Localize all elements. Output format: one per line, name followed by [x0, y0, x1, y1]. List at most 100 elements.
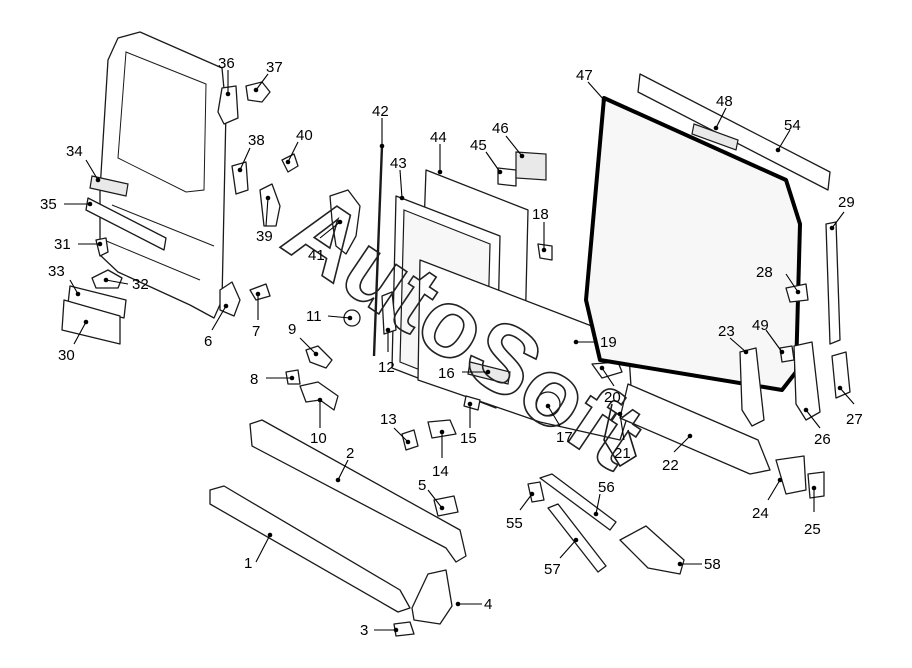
callout-47[interactable]: 47	[576, 67, 607, 103]
part-strut-bracket	[619, 525, 685, 575]
callout-10[interactable]: 10	[310, 397, 327, 447]
part-rod	[372, 145, 384, 357]
callout-48[interactable]: 48	[713, 93, 733, 131]
callout-54[interactable]: 54	[775, 117, 801, 153]
callout-39[interactable]: 39	[256, 195, 273, 245]
svg-text:12: 12	[378, 359, 395, 376]
part-lamp-left	[739, 347, 765, 427]
callout-15[interactable]: 15	[460, 401, 477, 447]
callout-46[interactable]: 46	[492, 120, 525, 159]
callout-8[interactable]: 8	[250, 371, 295, 388]
part-bumper-upper	[249, 419, 467, 563]
part-cap-small	[807, 471, 825, 499]
callout-38[interactable]: 38	[237, 132, 265, 173]
svg-text:48: 48	[716, 93, 733, 110]
callout-36[interactable]: 36	[218, 55, 235, 97]
callout-5[interactable]: 5	[418, 477, 445, 511]
callout-9[interactable]: 9	[288, 321, 319, 357]
callout-44[interactable]: 44	[430, 129, 447, 175]
callout-17[interactable]: 17	[545, 403, 573, 446]
callout-27[interactable]: 27	[837, 385, 863, 428]
svg-text:34: 34	[66, 143, 83, 160]
part-top-rail	[637, 73, 831, 191]
svg-text:14: 14	[432, 463, 449, 480]
part-stop	[305, 345, 333, 369]
part-number-plate	[61, 299, 121, 345]
part-pad-small	[497, 167, 517, 187]
callout-49[interactable]: 49	[752, 317, 785, 355]
svg-text:17: 17	[556, 429, 573, 446]
callout-13[interactable]: 13	[380, 411, 411, 445]
part-strut-cap	[527, 481, 545, 503]
callouts: 1 2 3 4 5 6 7 8 9 10 11 12 13 14 15 16 1…	[40, 55, 863, 639]
callout-58[interactable]: 58	[677, 556, 721, 573]
callout-6[interactable]: 6	[204, 303, 229, 350]
callout-32[interactable]: 32	[103, 276, 149, 293]
callout-11[interactable]: 11	[306, 308, 353, 325]
callout-33[interactable]: 33	[48, 263, 81, 297]
callout-25[interactable]: 25	[804, 485, 821, 538]
callout-3[interactable]: 3	[360, 622, 399, 639]
callout-12[interactable]: 12	[378, 327, 395, 376]
svg-text:32: 32	[132, 276, 149, 293]
callout-57[interactable]: 57	[544, 537, 579, 578]
svg-text:29: 29	[838, 194, 855, 211]
callout-34[interactable]: 34	[66, 143, 101, 183]
callout-24[interactable]: 24	[752, 477, 783, 522]
callout-14[interactable]: 14	[432, 429, 449, 480]
callout-18[interactable]: 18	[532, 206, 549, 253]
svg-text:5: 5	[418, 477, 426, 494]
svg-text:25: 25	[804, 521, 821, 538]
callout-7[interactable]: 7	[252, 291, 260, 340]
callout-21[interactable]: 21	[614, 411, 631, 462]
callout-43[interactable]: 43	[390, 155, 407, 201]
svg-text:28: 28	[756, 264, 773, 281]
part-frame-bracket	[381, 291, 397, 335]
part-spacer	[433, 495, 459, 517]
parts-artwork	[61, 31, 851, 637]
svg-text:38: 38	[248, 132, 265, 149]
svg-text:47: 47	[576, 67, 593, 84]
callout-26[interactable]: 26	[803, 407, 831, 448]
callout-1[interactable]: 1	[244, 532, 273, 572]
svg-text:36: 36	[218, 55, 235, 72]
svg-text:20: 20	[604, 389, 621, 406]
part-bulb-holder	[779, 345, 795, 363]
svg-text:9: 9	[288, 321, 296, 338]
part-plate-bracket	[67, 285, 127, 319]
callout-30[interactable]: 30	[58, 319, 89, 364]
svg-text:6: 6	[204, 333, 212, 350]
callout-4[interactable]: 4	[455, 596, 493, 613]
callout-35[interactable]: 35	[40, 196, 93, 213]
svg-text:8: 8	[250, 371, 258, 388]
svg-text:45: 45	[470, 137, 487, 154]
svg-text:55: 55	[506, 515, 523, 532]
callout-40[interactable]: 40	[285, 127, 313, 165]
callout-22[interactable]: 22	[662, 433, 693, 474]
svg-text:23: 23	[718, 323, 735, 340]
callout-19[interactable]: 19	[573, 334, 617, 351]
callout-42[interactable]: 42	[372, 103, 389, 149]
callout-41[interactable]: 41	[308, 219, 343, 264]
callout-37[interactable]: 37	[253, 59, 283, 93]
svg-text:31: 31	[54, 236, 71, 253]
callout-23[interactable]: 23	[718, 323, 749, 355]
part-bracket-plate	[427, 419, 457, 439]
part-end-cap	[775, 455, 807, 495]
callout-31[interactable]: 31	[54, 236, 103, 253]
svg-text:54: 54	[784, 117, 801, 134]
callout-55[interactable]: 55	[506, 491, 535, 532]
callout-2[interactable]: 2	[335, 445, 355, 483]
part-lamp-cover	[831, 351, 851, 399]
callout-56[interactable]: 56	[593, 479, 615, 517]
callout-28[interactable]: 28	[756, 264, 801, 295]
callout-16[interactable]: 16	[438, 365, 491, 382]
part-retainer	[401, 429, 419, 451]
part-hinge-bracket	[245, 81, 271, 103]
callout-20[interactable]: 20	[599, 365, 621, 406]
callout-45[interactable]: 45	[470, 137, 503, 175]
svg-text:41: 41	[308, 247, 325, 264]
callout-29[interactable]: 29	[829, 194, 855, 231]
part-pad-square	[515, 151, 547, 181]
